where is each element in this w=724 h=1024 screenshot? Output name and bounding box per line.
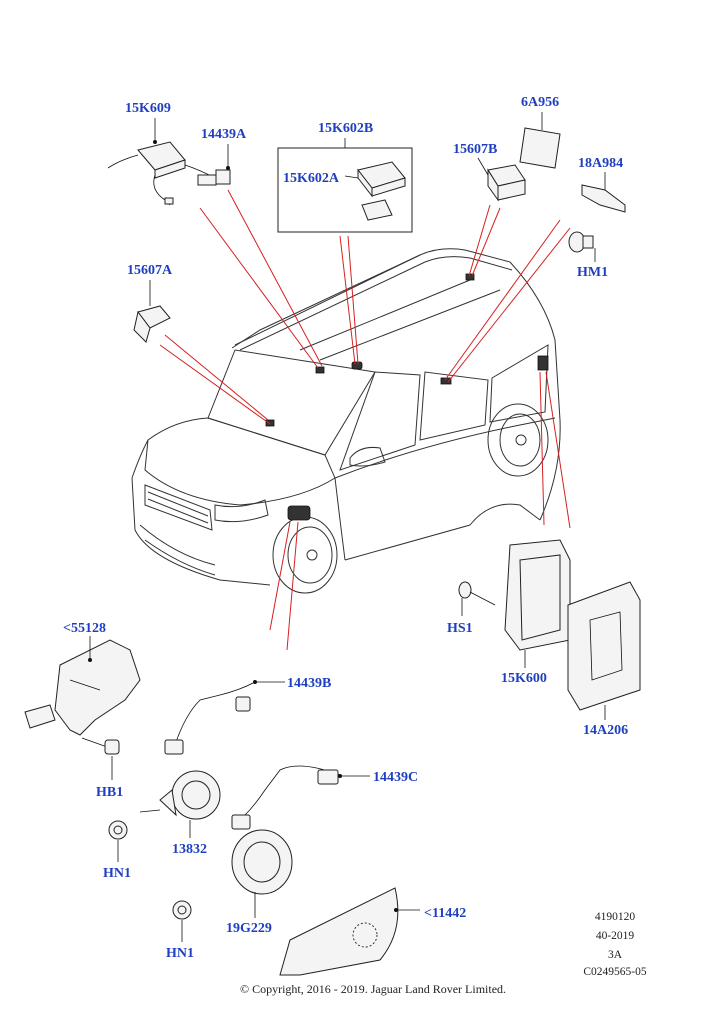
callout-15607A: 15607A <box>127 263 173 278</box>
callout-HB1: HB1 <box>96 785 123 800</box>
part-14439A-connector <box>197 144 231 186</box>
part-HB1-bolt <box>81 737 120 780</box>
callout-HM1: HM1 <box>577 265 608 280</box>
callout-11442: <11442 <box>424 906 466 921</box>
meta-line-2: 40-2019 <box>596 930 635 942</box>
car-mark-horn <box>287 505 311 521</box>
part-19G229-speaker <box>231 829 293 918</box>
part-15K609-module <box>107 118 216 206</box>
part-15607B-sensor <box>477 157 526 202</box>
part-HN1-nut-upper <box>108 820 128 862</box>
meta-line-3: 3A <box>608 949 623 961</box>
callout-18A984: 18A984 <box>578 156 623 171</box>
part-14A206-bracket <box>567 581 641 720</box>
callout-15K602A: 15K602A <box>283 171 340 186</box>
callout-55128: <55128 <box>63 621 106 636</box>
part-15K602-box <box>277 138 413 233</box>
part-55128-bracket <box>24 636 141 736</box>
part-HN1-nut-lower <box>172 900 192 942</box>
callout-14439B: 14439B <box>287 676 331 691</box>
part-HS1-screw <box>458 581 496 616</box>
car-mark-15K602 <box>351 361 363 370</box>
meta-line-1: 4190120 <box>595 911 636 923</box>
part-13832-horn <box>139 770 221 838</box>
part-14439C-harness <box>231 765 370 830</box>
part-11442-cover <box>279 887 420 976</box>
callout-HS1: HS1 <box>447 621 473 636</box>
car-mark-15607A <box>265 419 275 427</box>
part-HM1-nut <box>568 231 596 262</box>
location-leaders <box>159 189 571 651</box>
copyright-text: © Copyright, 2016 - 2019. Jaguar Land Ro… <box>240 982 506 996</box>
callout-14A206: 14A206 <box>583 723 628 738</box>
part-14439B-harness <box>164 680 285 755</box>
callout-HN1-upper: HN1 <box>103 866 131 881</box>
car-mark-15K600 <box>537 355 549 371</box>
callout-19G229: 19G229 <box>226 921 272 936</box>
callout-HN1-lower: HN1 <box>166 946 194 961</box>
vehicle-illustration <box>131 248 561 594</box>
part-18A984-bracket <box>581 172 626 213</box>
callout-15K602B: 15K602B <box>318 121 373 136</box>
callout-15607B: 15607B <box>453 142 497 157</box>
callout-6A956: 6A956 <box>521 95 559 110</box>
part-15K600-module <box>504 539 571 668</box>
car-mark-15K609 <box>315 366 325 374</box>
callout-15K600: 15K600 <box>501 671 547 686</box>
part-6A956-pad <box>519 112 561 169</box>
callout-15K609: 15K609 <box>125 101 171 116</box>
callout-13832: 13832 <box>172 842 207 857</box>
callout-14439C: 14439C <box>373 770 418 785</box>
callout-14439A: 14439A <box>201 127 247 142</box>
part-15607A-sensor <box>133 280 171 343</box>
meta-line-4: C0249565-05 <box>583 966 647 978</box>
